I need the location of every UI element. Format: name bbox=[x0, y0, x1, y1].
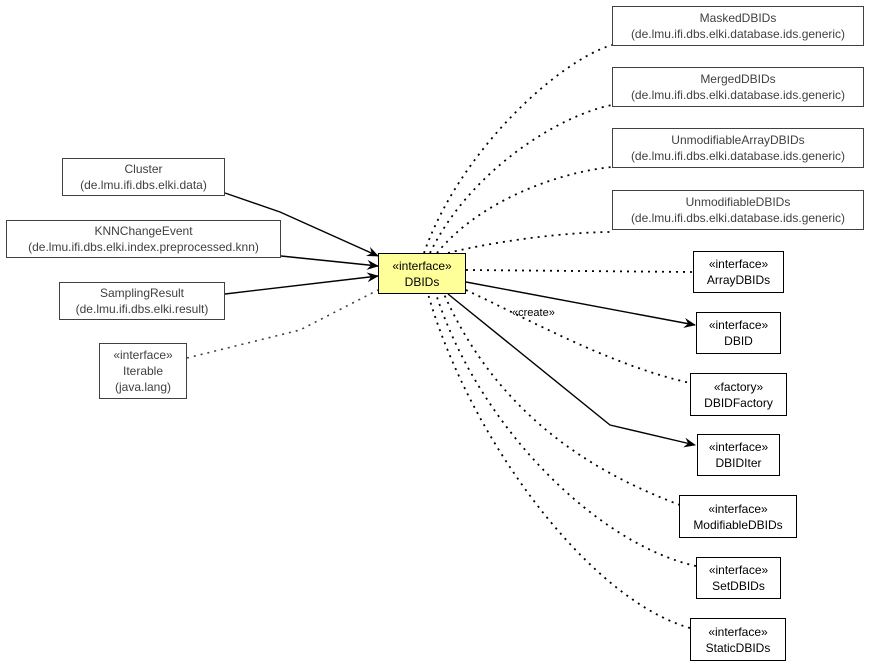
class-mergeddbids[interactable]: MergedDBIDs (de.lmu.ifi.dbs.elki.databas… bbox=[612, 67, 864, 107]
edge-staticdbids bbox=[427, 293, 691, 629]
iterable-stereotype: «interface» bbox=[113, 348, 173, 362]
arraydbids-name: ArrayDBIDs bbox=[706, 273, 771, 287]
interface-dbids[interactable]: «interface» DBIDs bbox=[378, 253, 466, 294]
dbids-stereotype: «interface» bbox=[392, 258, 452, 273]
arraydbids-stereotype: «interface» bbox=[708, 257, 769, 271]
interface-dbiditer[interactable]: «interface» DBIDIter bbox=[697, 434, 780, 476]
edge-unmodifiable-dbids bbox=[447, 231, 613, 254]
edge-masked-dbids bbox=[423, 44, 613, 254]
cluster-package: (de.lmu.ifi.dbs.elki.data) bbox=[80, 178, 207, 192]
staticdbids-name: StaticDBIDs bbox=[705, 640, 771, 655]
interface-dbid[interactable]: «interface» DBID bbox=[696, 312, 781, 354]
edge-cluster-to-dbids bbox=[224, 192, 379, 257]
unmodifiabledbids-name: UnmodifiableDBIDs bbox=[685, 195, 791, 209]
edge-unmodifiable-array-dbids bbox=[436, 166, 613, 254]
edge-dbids-to-dbid bbox=[465, 281, 696, 328]
knnchangeevent-package: (de.lmu.ifi.dbs.elki.index.preprocessed.… bbox=[28, 240, 259, 254]
dbiditer-stereotype: «interface» bbox=[708, 440, 769, 454]
iterable-name: Iterable bbox=[122, 364, 164, 378]
mergeddbids-name: MergedDBIDs bbox=[700, 72, 776, 86]
dbidfactory-stereotype: «factory» bbox=[713, 379, 764, 394]
edge-setdbids bbox=[435, 293, 697, 567]
unmodifiablearraydbids-package: (de.lmu.ifi.dbs.elki.database.ids.generi… bbox=[630, 149, 846, 163]
modifiabledbids-name: ModifiableDBIDs bbox=[693, 517, 783, 532]
class-samplingresult[interactable]: SamplingResult (de.lmu.ifi.dbs.elki.resu… bbox=[59, 282, 225, 320]
iterable-package: (java.lang) bbox=[114, 380, 172, 394]
edge-dbids-to-dbiditer bbox=[447, 293, 696, 448]
modifiabledbids-stereotype: «interface» bbox=[708, 501, 768, 516]
dbiditer-name: DBIDIter bbox=[715, 456, 762, 470]
interface-setdbids[interactable]: «interface» SetDBIDs bbox=[696, 557, 781, 599]
create-label: «create» bbox=[512, 307, 555, 319]
staticdbids-stereotype: «interface» bbox=[708, 624, 768, 639]
dbid-name: DBID bbox=[724, 334, 753, 348]
edge-samplingresult-to-dbids bbox=[224, 272, 379, 295]
setdbids-name: SetDBIDs bbox=[712, 579, 765, 593]
setdbids-stereotype: «interface» bbox=[708, 563, 769, 577]
interface-iterable[interactable]: «interface» Iterable (java.lang) bbox=[99, 343, 187, 399]
edge-knnchangeevent-to-dbids bbox=[280, 255, 379, 270]
dbid-stereotype: «interface» bbox=[708, 318, 769, 332]
cluster-name: Cluster bbox=[124, 162, 163, 176]
class-unmodifiablearraydbids[interactable]: UnmodifiableArrayDBIDs (de.lmu.ifi.dbs.e… bbox=[612, 128, 864, 168]
class-maskeddbids[interactable]: MaskedDBIDs (de.lmu.ifi.dbs.elki.databas… bbox=[612, 6, 864, 46]
edge-modifiabledbids bbox=[443, 293, 681, 506]
class-unmodifiabledbids[interactable]: UnmodifiableDBIDs (de.lmu.ifi.dbs.elki.d… bbox=[612, 190, 864, 230]
edge-dbids-to-arraydbids bbox=[465, 269, 693, 273]
dbidfactory-name: DBIDFactory bbox=[704, 395, 773, 410]
edge-merged-dbids bbox=[429, 104, 613, 254]
maskeddbids-name: MaskedDBIDs bbox=[699, 11, 777, 25]
class-knnchangeevent[interactable]: KNNChangeEvent (de.lmu.ifi.dbs.elki.inde… bbox=[6, 220, 281, 258]
samplingresult-name: SamplingResult bbox=[99, 286, 185, 300]
knnchangeevent-name: KNNChangeEvent bbox=[94, 224, 193, 238]
interface-modifiabledbids[interactable]: «interface» ModifiableDBIDs bbox=[679, 495, 797, 538]
samplingresult-package: (de.lmu.ifi.dbs.elki.result) bbox=[75, 302, 209, 316]
maskeddbids-package: (de.lmu.ifi.dbs.elki.database.ids.generi… bbox=[630, 27, 846, 41]
unmodifiabledbids-package: (de.lmu.ifi.dbs.elki.database.ids.generi… bbox=[630, 211, 846, 225]
interface-staticdbids[interactable]: «interface» StaticDBIDs bbox=[690, 618, 786, 661]
class-dbidfactory[interactable]: «factory» DBIDFactory bbox=[690, 373, 787, 416]
unmodifiablearraydbids-name: UnmodifiableArrayDBIDs bbox=[671, 133, 805, 147]
dbids-name: DBIDs bbox=[404, 274, 440, 289]
class-cluster[interactable]: Cluster (de.lmu.ifi.dbs.elki.data) bbox=[62, 158, 225, 196]
interface-arraydbids[interactable]: «interface» ArrayDBIDs bbox=[693, 251, 784, 293]
mergeddbids-package: (de.lmu.ifi.dbs.elki.database.ids.generi… bbox=[630, 88, 846, 102]
